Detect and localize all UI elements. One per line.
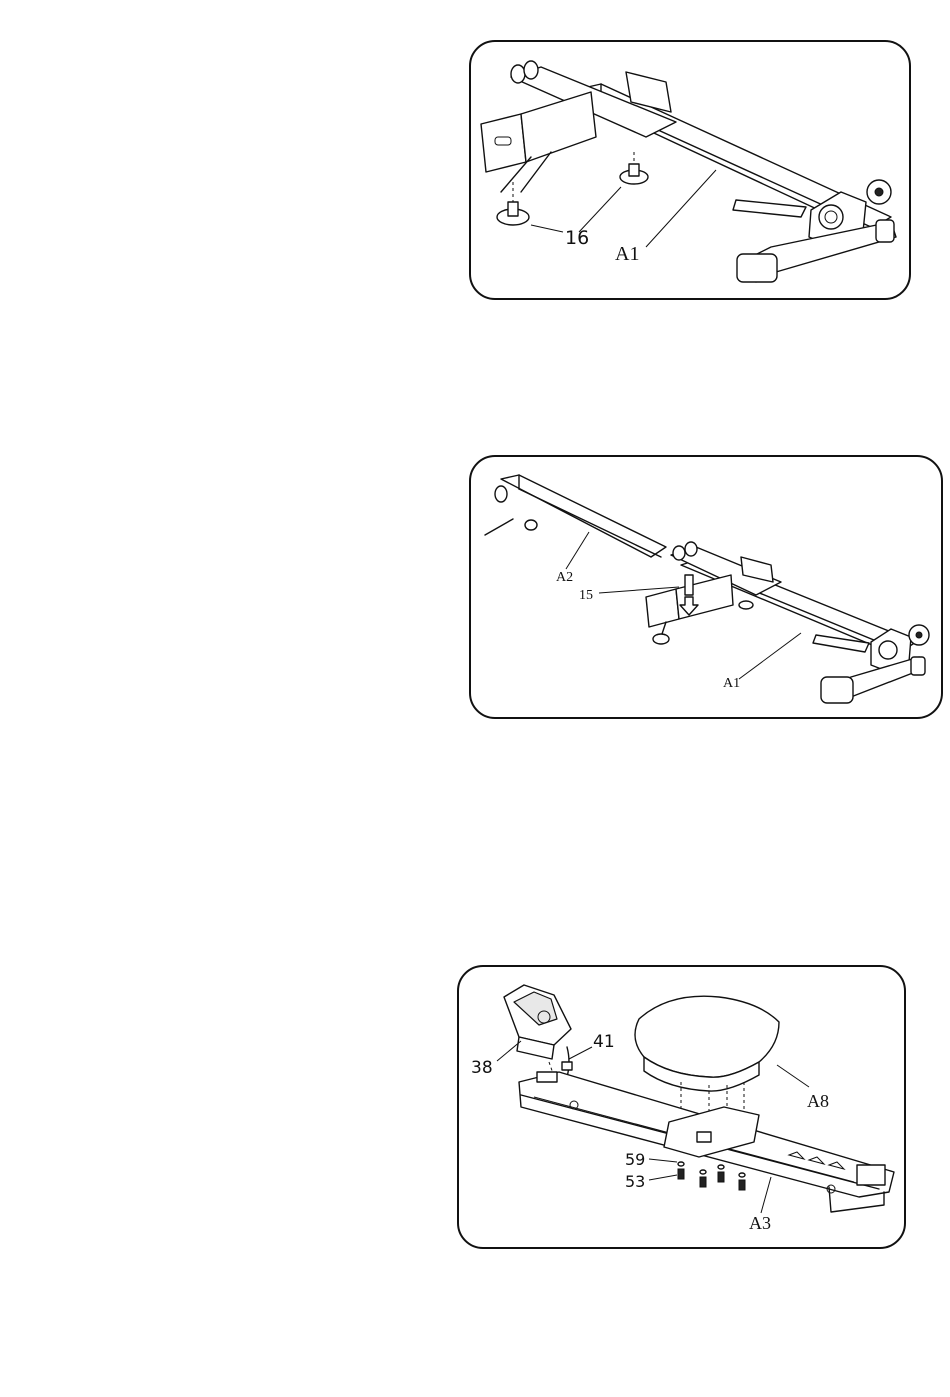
frame-foot-diagram: 16 A1 (471, 42, 909, 298)
label-16: 16 (565, 227, 589, 249)
rear-foot-cap (737, 254, 777, 282)
rail-attachment-diagram: A2 15 A1 (471, 457, 941, 717)
label-38: 38 (471, 1058, 493, 1078)
mount-plate (646, 589, 679, 627)
label-a3: A3 (749, 1213, 771, 1233)
label-53: 53 (625, 1172, 645, 1191)
washer (678, 1162, 684, 1166)
mount-plate (481, 114, 526, 172)
seat-monitor-diagram: 38 41 A8 59 53 A3 (459, 967, 904, 1247)
assembly-figure-step-2: A2 15 A1 (469, 455, 943, 719)
label-a2: A2 (556, 570, 573, 585)
assembly-figure-step-3: 38 41 A8 59 53 A3 (457, 965, 906, 1249)
label-15: 15 (579, 588, 593, 603)
label-a1: A1 (615, 243, 639, 265)
screw (739, 1180, 745, 1190)
sensor-connector (562, 1062, 572, 1070)
footrest-arm (733, 200, 806, 217)
assembly-figure-step-1: 16 A1 (469, 40, 911, 300)
label-59: 59 (625, 1150, 645, 1169)
label-a1: A1 (723, 676, 740, 691)
label-a8: A8 (807, 1091, 829, 1111)
rail (501, 475, 666, 557)
bolt (685, 575, 693, 595)
label-41: 41 (593, 1032, 615, 1052)
